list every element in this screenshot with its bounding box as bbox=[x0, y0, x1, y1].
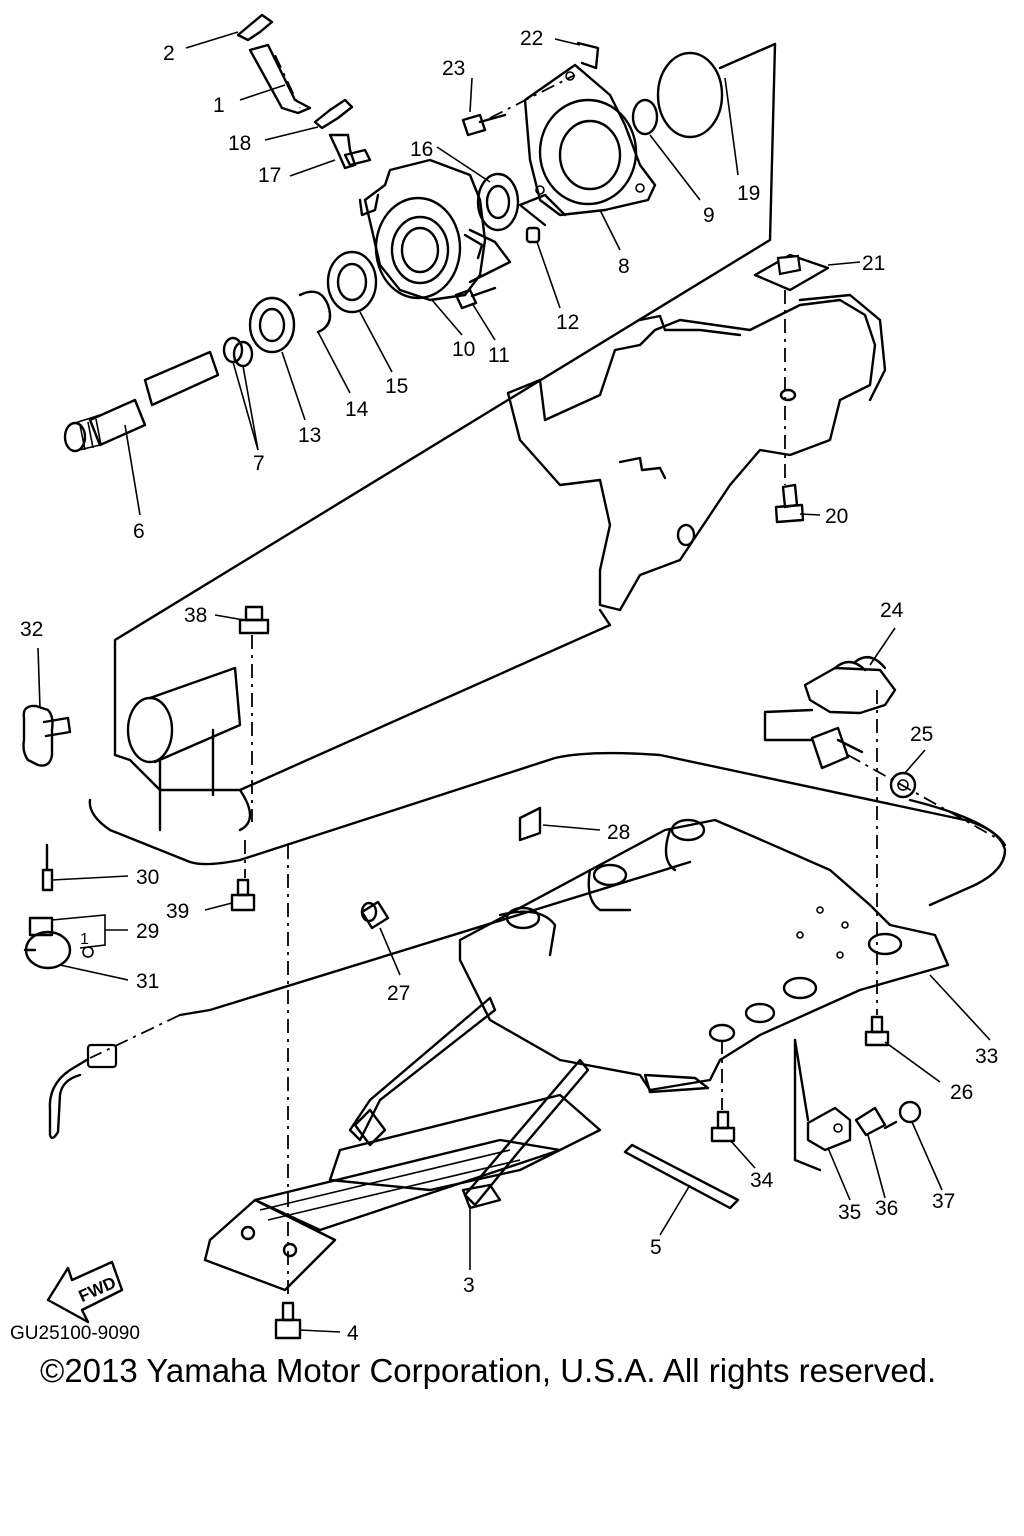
part-label-35: 35 bbox=[838, 1201, 861, 1224]
part-label-9: 9 bbox=[703, 204, 715, 227]
sub-label-1: 1 bbox=[80, 931, 89, 948]
bracket-22 bbox=[576, 41, 600, 70]
assembly-lines bbox=[89, 54, 1001, 1300]
clip-18 bbox=[313, 98, 354, 130]
part-label-7: 7 bbox=[253, 452, 265, 475]
o-ring-19 bbox=[656, 51, 724, 139]
hull-body bbox=[113, 293, 887, 832]
drive-shaft-6 bbox=[63, 350, 220, 453]
fwd-arrow: FWD bbox=[46, 1260, 124, 1324]
part-label-1: 1 bbox=[213, 94, 225, 117]
bolt-23 bbox=[461, 113, 507, 137]
part-label-24: 24 bbox=[880, 599, 904, 622]
block-35 bbox=[806, 1106, 852, 1152]
bolt-39 bbox=[230, 878, 256, 912]
nut-25 bbox=[889, 771, 917, 799]
part-label-16: 16 bbox=[410, 138, 433, 161]
part-label-19: 19 bbox=[737, 182, 760, 205]
cover-plate bbox=[523, 63, 657, 217]
leader-lines bbox=[37, 31, 991, 1333]
bracket-32 bbox=[22, 704, 72, 767]
clip-2 bbox=[236, 13, 274, 42]
part-label-4: 4 bbox=[347, 1322, 359, 1345]
part-label-28: 28 bbox=[607, 821, 630, 844]
circlip-14 bbox=[298, 290, 332, 334]
sensor-cable bbox=[48, 798, 1007, 1140]
part-label-29: 29 bbox=[136, 920, 159, 943]
part-label-20: 20 bbox=[825, 505, 848, 528]
copyright-notice: ©2013 Yamaha Motor Corporation, U.S.A. A… bbox=[40, 1352, 937, 1389]
bearing-15 bbox=[326, 250, 378, 314]
part-label-27: 27 bbox=[387, 982, 410, 1005]
part-label-6: 6 bbox=[133, 520, 145, 543]
sensor-24 bbox=[803, 656, 897, 715]
bolt-11 bbox=[454, 286, 497, 310]
bearing-16 bbox=[476, 172, 520, 232]
part-label-38: 38 bbox=[184, 604, 207, 627]
screw-37 bbox=[883, 1100, 922, 1130]
tab-28 bbox=[518, 806, 542, 842]
pin-30 bbox=[41, 843, 54, 892]
bearing-housing bbox=[358, 158, 487, 302]
o-ring-9 bbox=[631, 98, 659, 136]
clamp-29-31 bbox=[23, 916, 94, 970]
o-rings-7 bbox=[222, 336, 254, 368]
part-label-3: 3 bbox=[463, 1274, 475, 1297]
strip-5 bbox=[623, 1143, 740, 1210]
part-label-30: 30 bbox=[136, 866, 159, 889]
part-label-11: 11 bbox=[488, 344, 510, 367]
part-label-25: 25 bbox=[910, 723, 933, 746]
nozzle-cylinder bbox=[126, 666, 242, 832]
part-label-36: 36 bbox=[875, 1197, 898, 1220]
pin-1 bbox=[248, 43, 312, 115]
dowel-27 bbox=[360, 900, 390, 930]
sensor-probe bbox=[810, 726, 864, 770]
wedge-21 bbox=[753, 253, 830, 292]
drawing-code: GU25100-9090 bbox=[10, 1323, 140, 1344]
part-label-10: 10 bbox=[452, 338, 475, 361]
bottom-plate-outline bbox=[88, 751, 1007, 907]
part-label-21: 21 bbox=[862, 252, 885, 275]
part-label-23: 23 bbox=[442, 57, 465, 80]
part-label-15: 15 bbox=[385, 375, 408, 398]
part-label-31: 31 bbox=[136, 970, 159, 993]
part-label-8: 8 bbox=[618, 255, 630, 278]
part-label-34: 34 bbox=[750, 1169, 774, 1192]
ride-plate-3 bbox=[203, 996, 602, 1292]
hull-outline bbox=[113, 42, 777, 757]
part-label-5: 5 bbox=[650, 1236, 662, 1259]
intake-grate-33 bbox=[458, 818, 950, 1094]
part-label-32: 32 bbox=[20, 618, 43, 641]
part-label-33: 33 bbox=[975, 1045, 998, 1068]
bolt-20 bbox=[774, 483, 805, 524]
part-label-18: 18 bbox=[228, 132, 251, 155]
bolt-4 bbox=[274, 1301, 302, 1340]
bolt-17 bbox=[328, 133, 372, 170]
bolt-34 bbox=[710, 1110, 736, 1143]
part-label-37: 37 bbox=[932, 1190, 955, 1213]
bolt-38 bbox=[238, 605, 270, 635]
plate-36 bbox=[854, 1106, 887, 1137]
part-label-17: 17 bbox=[258, 164, 281, 187]
part-label-26: 26 bbox=[950, 1081, 973, 1104]
part-label-13: 13 bbox=[298, 424, 321, 447]
bearing-13 bbox=[248, 296, 296, 354]
dowel-12 bbox=[525, 226, 541, 244]
part-label-2: 2 bbox=[163, 42, 175, 65]
part-label-39: 39 bbox=[166, 900, 189, 923]
part-label-12: 12 bbox=[556, 311, 579, 334]
bolt-26 bbox=[864, 1015, 890, 1047]
part-label-22: 22 bbox=[520, 27, 543, 50]
part-labels: 1 2 3 4 5 6 7 8 9 10 11 12 13 14 15 16 1… bbox=[20, 27, 998, 1345]
part-label-14: 14 bbox=[345, 398, 369, 421]
